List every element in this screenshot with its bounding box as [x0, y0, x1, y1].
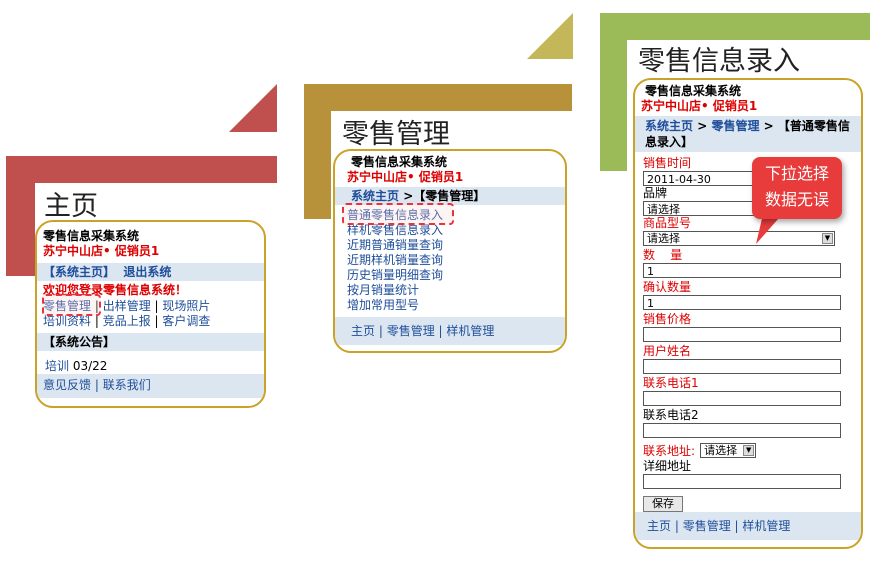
announce-item-link[interactable]: 培训 — [45, 359, 70, 373]
system-name: 零售信息采集系统 — [351, 155, 448, 169]
user-name-label: 用户姓名 — [643, 344, 692, 358]
logout-link[interactable]: 退出系统 — [123, 265, 172, 279]
retail-big-title: 零售管理 — [342, 119, 450, 150]
model-select-value: 请选择 — [647, 232, 680, 245]
qty-input[interactable]: 1 — [643, 263, 841, 278]
retail-footer: 主页 | 零售管理 | 样机管理 — [335, 317, 565, 345]
callout-line2: 数据无误 — [764, 190, 829, 209]
price-input[interactable] — [643, 327, 841, 342]
detail-address-input[interactable] — [643, 474, 841, 489]
highlight-retail-menu — [42, 294, 101, 316]
address-select[interactable]: 请选择 ▼ — [700, 443, 757, 458]
callout-line1: 下拉选择 — [764, 164, 829, 183]
entry-footer: 主页 | 零售管理 | 样机管理 — [635, 512, 861, 540]
menu-sample-retail-entry[interactable]: 样机零售信息录入 — [347, 223, 444, 237]
home-big-title: 主页 — [44, 191, 98, 222]
red-decor-bar-top — [6, 156, 277, 183]
address-label: 联系地址: — [643, 444, 696, 458]
menu-recent-sample-sales[interactable]: 近期样机销量查询 — [347, 253, 444, 267]
announce-row: 培训 03/22 — [37, 359, 264, 374]
feedback-link[interactable]: 意见反馈 — [43, 378, 92, 392]
breadcrumb-sep: > — [763, 119, 774, 133]
store-line: 苏宁中山店• 促销员1 — [641, 99, 758, 113]
entry-phone-panel: 零售信息采集系统 苏宁中山店• 促销员1 系统主页 > 零售管理 > 【普通零售… — [633, 78, 863, 549]
model-select[interactable]: 请选择 ▼ — [643, 231, 835, 246]
breadcrumb-home-link[interactable]: 系统主页 — [351, 189, 400, 203]
footer-retail-link[interactable]: 零售管理 — [386, 324, 435, 338]
detail-address-label: 详细地址 — [643, 459, 692, 473]
menu-recent-normal-sales[interactable]: 近期普通销量查询 — [347, 238, 444, 252]
footer-sample-link[interactable]: 样机管理 — [446, 324, 495, 338]
brand-label: 品牌 — [643, 186, 668, 200]
chevron-down-icon[interactable]: ▼ — [822, 233, 833, 244]
footer-home-link[interactable]: 主页 — [647, 519, 672, 533]
phone1-label: 联系电话1 — [643, 376, 699, 390]
green-decor-bar-top — [600, 13, 870, 40]
chevron-down-icon[interactable]: ▼ — [743, 445, 755, 456]
callout-bubble: 下拉选择 数据无误 — [752, 157, 842, 219]
menu-history-sales-detail[interactable]: 历史销量明细查询 — [347, 268, 444, 282]
retail-phone-panel: 零售信息采集系统 苏宁中山店• 促销员1 系统主页 >【零售管理】 普通零售信息… — [333, 149, 567, 353]
store-line: 苏宁中山店• 促销员1 — [347, 170, 464, 184]
entry-form: 销售时间 2011-04-30 品牌 请选择 商品型号 请选择 ▼ 数 量 1 … — [635, 152, 861, 512]
entry-big-title: 零售信息录入 — [638, 46, 800, 77]
system-name: 零售信息采集系统 — [645, 84, 742, 98]
address-row: 联系地址: 请选择 ▼ — [643, 440, 853, 459]
footer-retail-link[interactable]: 零售管理 — [682, 519, 731, 533]
footer-home-link[interactable]: 主页 — [351, 324, 376, 338]
breadcrumb-sep: > — [403, 189, 414, 203]
phone2-input[interactable] — [643, 423, 841, 438]
menu-normal-retail-entry[interactable]: 普通零售信息录入 — [347, 208, 444, 222]
confirm-qty-label: 确认数量 — [643, 280, 692, 294]
breadcrumb-current: 【普通零售信息录入】 — [645, 119, 850, 149]
home-footer: 意见反馈 | 联系我们 — [37, 374, 264, 398]
sale-time-label: 销售时间 — [643, 156, 692, 170]
highlight-normal-entry — [342, 203, 454, 225]
qty-label: 数 量 — [643, 248, 683, 262]
breadcrumb-retail-link[interactable]: 零售管理 — [711, 119, 760, 133]
footer-sample-link[interactable]: 样机管理 — [742, 519, 791, 533]
system-name: 零售信息采集系统 — [43, 229, 140, 243]
menu-monthly-stats[interactable]: 按月销量统计 — [347, 283, 420, 297]
home-menu-row2: 培训资料 | 竞品上报 | 客户调查 — [43, 314, 211, 328]
contact-link[interactable]: 联系我们 — [102, 378, 151, 392]
welcome-text: 欢迎您登录零售信息系统！ — [43, 283, 188, 297]
price-label: 销售价格 — [643, 312, 692, 326]
user-name-input[interactable] — [643, 359, 841, 374]
phone2-label: 联系电话2 — [643, 408, 699, 422]
address-select-value: 请选择 — [704, 444, 738, 457]
save-button[interactable]: 保存 — [643, 496, 683, 512]
breadcrumb-sep: > — [697, 119, 708, 133]
home-menu-row1: 零售管理 | 出样管理 | 现场照片 — [43, 299, 211, 313]
red-decor-triangle — [229, 84, 277, 132]
menu-add-common-model[interactable]: 增加常用型号 — [347, 298, 420, 312]
confirm-qty-input[interactable]: 1 — [643, 295, 841, 310]
menu-photo-link[interactable]: 现场照片 — [162, 299, 211, 313]
menu-sample-link[interactable]: 出样管理 — [102, 299, 151, 313]
tan-decor-bar-top — [304, 84, 572, 111]
announce-date: 03/22 — [72, 359, 108, 373]
tan-decor-triangle — [527, 13, 573, 59]
sale-time-input[interactable]: 2011-04-30 — [643, 171, 755, 186]
brand-select[interactable]: 请选择 — [643, 201, 755, 216]
menu-training-link[interactable]: 培训资料 — [43, 314, 92, 328]
breadcrumb-current: 【零售管理】 — [413, 189, 486, 203]
red-decor-bar-left — [6, 183, 35, 276]
retail-menu-list: 普通零售信息录入 样机零售信息录入 近期普通销量查询 近期样机销量查询 历史销量… — [335, 205, 565, 313]
entry-breadcrumb: 系统主页 > 零售管理 > 【普通零售信息录入】 — [635, 116, 861, 152]
menu-competitor-link[interactable]: 竞品上报 — [102, 314, 151, 328]
model-label: 商品型号 — [643, 216, 692, 230]
home-nav-row: 【系统主页】 退出系统 — [37, 263, 264, 281]
retail-breadcrumb: 系统主页 >【零售管理】 — [335, 187, 565, 205]
home-phone-panel: 零售信息采集系统 苏宁中山店• 促销员1 【系统主页】 退出系统 欢迎您登录零售… — [35, 220, 266, 408]
tan-decor-bar-left — [304, 111, 331, 219]
nav-home-link[interactable]: 【系统主页】 — [43, 265, 116, 279]
green-decor-bar-left — [600, 40, 627, 171]
menu-retail-link[interactable]: 零售管理 — [43, 299, 92, 313]
announce-title: 【系统公告】 — [37, 333, 264, 351]
menu-survey-link[interactable]: 客户调查 — [162, 314, 211, 328]
breadcrumb-home-link[interactable]: 系统主页 — [645, 119, 694, 133]
phone1-input[interactable] — [643, 391, 841, 406]
store-line: 苏宁中山店• 促销员1 — [43, 244, 160, 258]
